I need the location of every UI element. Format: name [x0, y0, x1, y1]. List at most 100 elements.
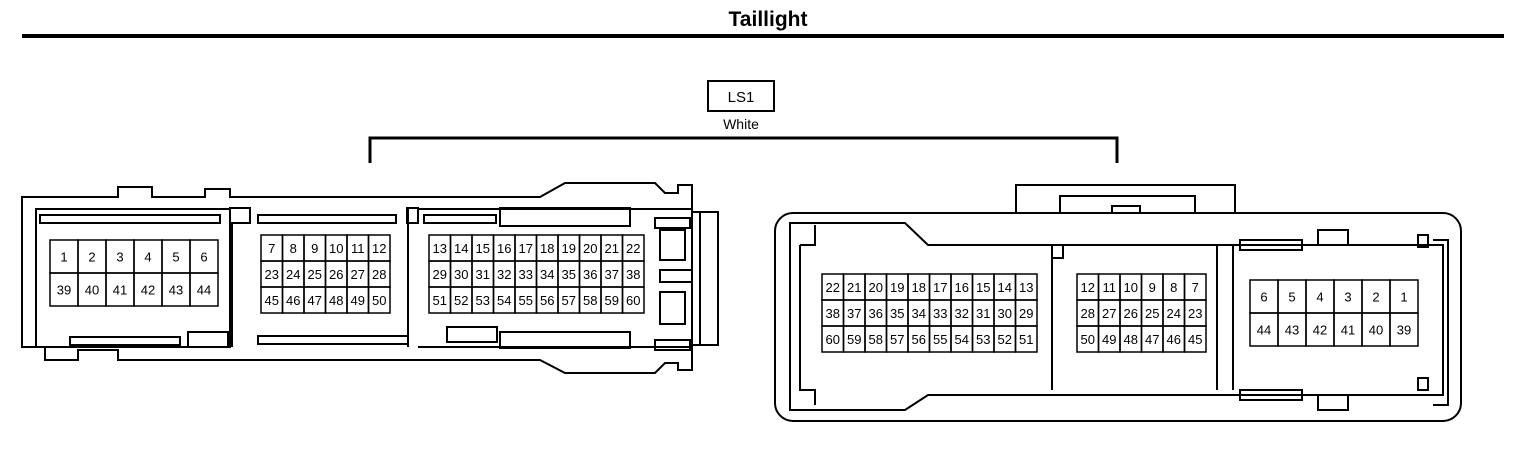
- pin-number: 23: [265, 267, 279, 282]
- pin-number: 19: [562, 241, 576, 256]
- connector-bracket: [368, 136, 1119, 163]
- pin-number: 24: [1167, 306, 1181, 321]
- pin-number: 17: [519, 241, 533, 256]
- pin-number: 51: [1019, 332, 1033, 347]
- pin-number: 56: [912, 332, 926, 347]
- pin-number: 14: [998, 280, 1012, 295]
- pin-number: 52: [454, 293, 468, 308]
- pin-number: 40: [85, 283, 99, 298]
- page-title: Taillight: [728, 8, 808, 31]
- pin-number: 21: [847, 280, 861, 295]
- pin-number: 18: [540, 241, 554, 256]
- pin-number: 42: [141, 283, 155, 298]
- pin-number: 52: [998, 332, 1012, 347]
- pin-number: 13: [433, 241, 447, 256]
- pin-number: 33: [519, 267, 533, 282]
- pin-number: 50: [372, 293, 386, 308]
- pin-number: 12: [372, 241, 386, 256]
- pin-number: 46: [1167, 332, 1181, 347]
- pin-number: 53: [476, 293, 490, 308]
- right-connector-housing: [774, 184, 1462, 422]
- pin-number: 58: [583, 293, 597, 308]
- pin-number: 60: [626, 293, 640, 308]
- pin-number: 53: [976, 332, 990, 347]
- pin-number: 10: [1124, 280, 1138, 295]
- pin-number: 11: [351, 241, 365, 256]
- pin-number: 20: [869, 280, 883, 295]
- pin-number: 23: [1188, 306, 1202, 321]
- pin-number: 36: [869, 306, 883, 321]
- pin-number: 17: [933, 280, 947, 295]
- pin-number: 45: [1188, 332, 1202, 347]
- pin-number: 25: [308, 267, 322, 282]
- pin-number: 20: [583, 241, 597, 256]
- pin-number: 48: [329, 293, 343, 308]
- pin-number: 21: [605, 241, 619, 256]
- pin-number: 3: [1344, 290, 1351, 305]
- pin-number: 24: [286, 267, 300, 282]
- pin-number: 32: [497, 267, 511, 282]
- pin-number: 37: [605, 267, 619, 282]
- pin-number: 12: [1081, 280, 1095, 295]
- connector-code: LS1: [728, 89, 755, 106]
- pin-number: 55: [519, 293, 533, 308]
- pin-number: 15: [976, 280, 990, 295]
- pin-number: 35: [562, 267, 576, 282]
- pin-number: 32: [955, 306, 969, 321]
- pin-cell: [1389, 312, 1419, 347]
- pin-number: 44: [197, 283, 211, 298]
- pin-number: 48: [1124, 332, 1138, 347]
- pin-number: 2: [88, 250, 95, 265]
- pin-number: 39: [1397, 323, 1411, 338]
- connector-color: White: [723, 116, 759, 132]
- pin-number: 6: [1260, 290, 1267, 305]
- pin-number: 38: [826, 306, 840, 321]
- pin-number: 22: [826, 280, 840, 295]
- pin-number: 19: [890, 280, 904, 295]
- pin-number: 49: [351, 293, 365, 308]
- pin-number: 5: [1288, 290, 1295, 305]
- pin-number: 29: [433, 267, 447, 282]
- pin-number: 51: [433, 293, 447, 308]
- pin-number: 27: [1102, 306, 1116, 321]
- pin-number: 56: [540, 293, 554, 308]
- pin-number: 45: [265, 293, 279, 308]
- pin-number: 28: [1081, 306, 1095, 321]
- pin-number: 58: [869, 332, 883, 347]
- pin-number: 11: [1103, 280, 1117, 295]
- pin-number: 41: [113, 283, 127, 298]
- pin-number: 27: [351, 267, 365, 282]
- pin-number: 34: [540, 267, 554, 282]
- pin-number: 6: [200, 250, 207, 265]
- pin-number: 59: [605, 293, 619, 308]
- pin-number: 35: [890, 306, 904, 321]
- pin-number: 37: [847, 306, 861, 321]
- pin-number: 28: [372, 267, 386, 282]
- pin-cell: [1014, 325, 1038, 353]
- pin-number: 4: [1316, 290, 1323, 305]
- pin-number: 7: [1192, 280, 1199, 295]
- pin-number: 14: [454, 241, 468, 256]
- pin-number: 26: [1124, 306, 1138, 321]
- pin-number: 40: [1369, 323, 1383, 338]
- pin-number: 54: [497, 293, 511, 308]
- pin-number: 26: [329, 267, 343, 282]
- pin-number: 50: [1081, 332, 1095, 347]
- pin-number: 31: [976, 306, 990, 321]
- pin-number: 25: [1145, 306, 1159, 321]
- pin-number: 1: [1400, 290, 1407, 305]
- pin-number: 9: [311, 241, 318, 256]
- pin-cell: [189, 272, 219, 307]
- pin-number: 54: [955, 332, 969, 347]
- pin-number: 31: [476, 267, 490, 282]
- pin-number: 39: [57, 283, 71, 298]
- pin-number: 57: [562, 293, 576, 308]
- pin-number: 1: [60, 250, 67, 265]
- pin-number: 10: [329, 241, 343, 256]
- pin-number: 38: [626, 267, 640, 282]
- pin-number: 59: [847, 332, 861, 347]
